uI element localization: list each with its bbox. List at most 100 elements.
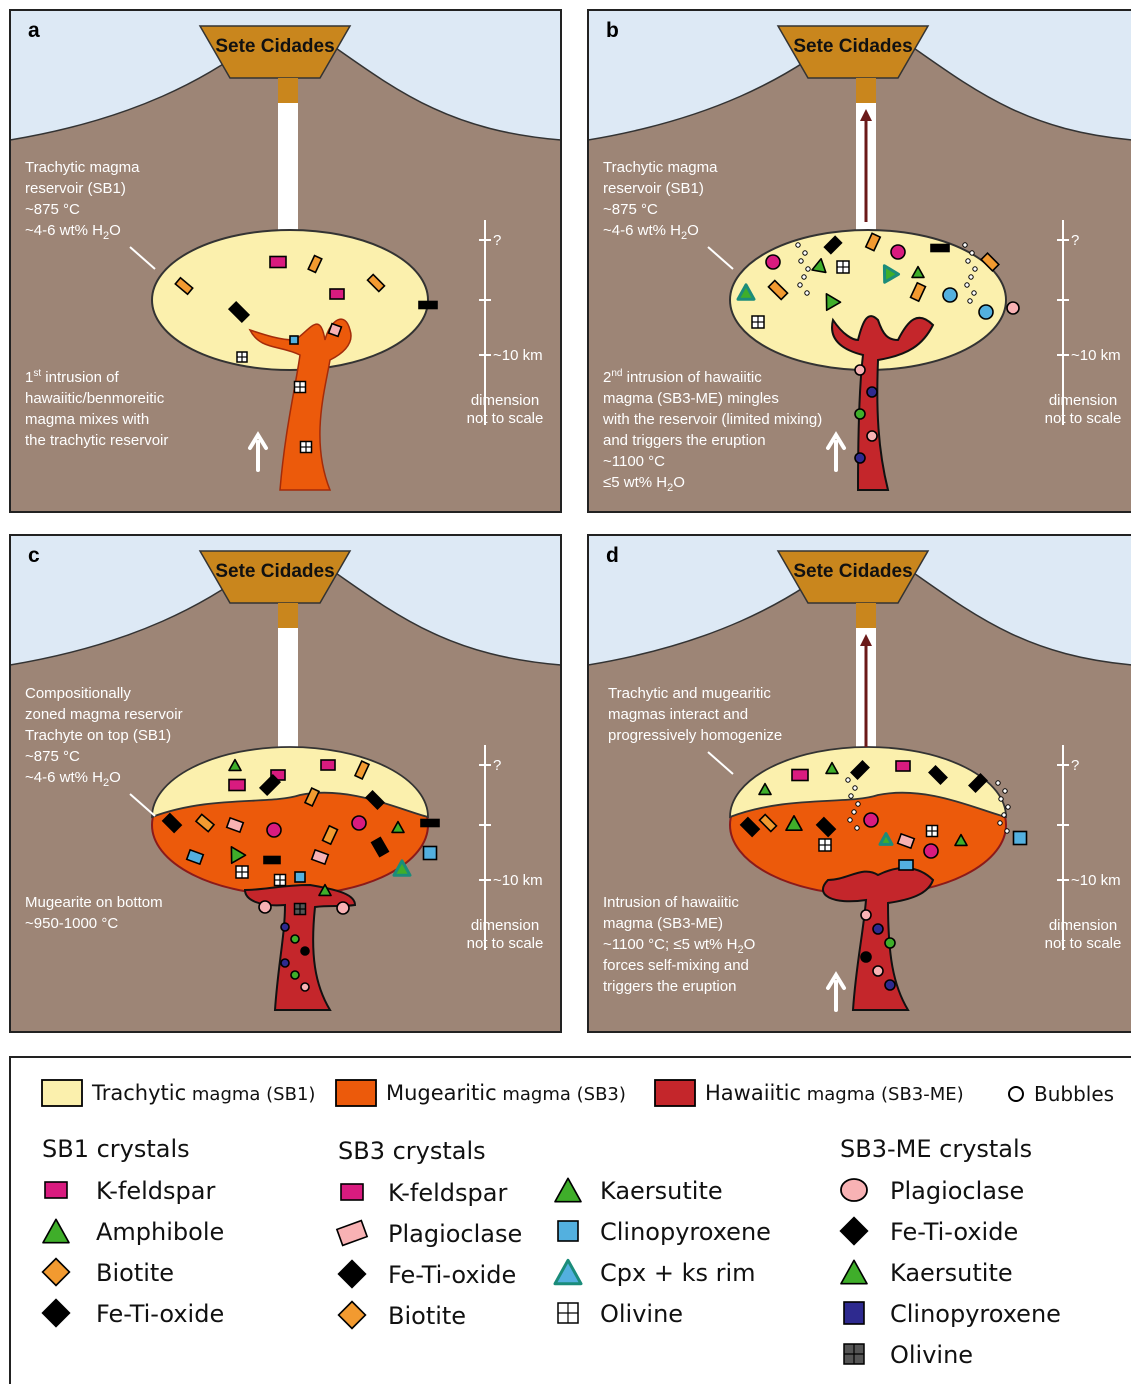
- bubble: [969, 275, 973, 279]
- legend-sb3-item: Plagioclase: [388, 1220, 522, 1248]
- olivine: [275, 875, 286, 886]
- legend-sb3-item: Biotite: [388, 1302, 466, 1330]
- clinopyroxene: [424, 847, 437, 860]
- bubble: [1005, 829, 1009, 833]
- bubble: [803, 251, 807, 255]
- sb3me-crystal: [861, 910, 871, 920]
- bubble: [1002, 813, 1006, 817]
- bubble: [855, 826, 859, 830]
- olivine: [752, 316, 764, 328]
- olivine: [927, 826, 938, 837]
- clinopyroxene: [1014, 832, 1027, 845]
- desc-top-line: reservoir (SB1): [603, 180, 704, 197]
- sb3me-crystal: [867, 387, 877, 397]
- sb3me-crystal: [855, 365, 865, 375]
- bubble: [798, 283, 802, 287]
- scale-note: not to scale: [467, 410, 544, 427]
- bubble: [965, 283, 969, 287]
- scale-depth: ~10 km: [493, 347, 543, 364]
- legend-sb3-item: Cpx + ks rim: [600, 1259, 756, 1287]
- desc-top-line: reservoir (SB1): [25, 180, 126, 197]
- legend-magma-label: Hawaiitic magma (SB3-ME): [705, 1081, 964, 1105]
- desc-top-line: Trachytic and mugearitic: [608, 685, 771, 702]
- bubble: [799, 259, 803, 263]
- olivine-symbol: [844, 1344, 864, 1364]
- scale-note: not to scale: [1045, 410, 1122, 427]
- bubble: [852, 810, 856, 814]
- bubble: [856, 802, 860, 806]
- vent-neck: [856, 603, 876, 628]
- panel-letter: b: [606, 19, 619, 42]
- legend-sb1-item: Amphibole: [96, 1218, 224, 1246]
- scale-depth: ~10 km: [493, 872, 543, 889]
- k-feldspar: [330, 289, 344, 299]
- bubble-symbol: [1009, 1087, 1023, 1101]
- scale-question: ?: [1071, 232, 1079, 249]
- volcano-name: Sete Cidades: [793, 561, 912, 582]
- clinopyroxene: [295, 872, 305, 882]
- sb3me-crystal: [291, 971, 299, 979]
- desc-bottom-line: magma mixes with: [25, 411, 149, 428]
- scale-question: ?: [1071, 757, 1079, 774]
- k-feldspar: [267, 823, 281, 837]
- desc-top-line: progressively homogenize: [608, 727, 782, 744]
- olivine: [819, 839, 831, 851]
- scale-note: dimension: [471, 392, 539, 409]
- clinopyroxene: [979, 305, 993, 319]
- superscript: nd: [611, 368, 622, 379]
- desc-top-line: ~875 °C: [25, 748, 80, 765]
- bubble: [1006, 805, 1010, 809]
- panel-b: bSete CidadesTrachytic magmareservoir (S…: [588, 10, 1131, 512]
- sb3me-crystal: [855, 409, 865, 419]
- olivine: [295, 904, 306, 915]
- k-feldspar: [352, 816, 366, 830]
- clinopyroxene: [943, 288, 957, 302]
- desc-top-line: Trachytic magma: [603, 159, 718, 176]
- scale-depth: ~10 km: [1071, 347, 1121, 364]
- text-run: O: [687, 222, 699, 239]
- panel-content: bSete CidadesTrachytic magmareservoir (S…: [588, 10, 1131, 512]
- desc-bottom-line: Mugearite on bottom: [25, 894, 163, 911]
- panel-letter: c: [28, 544, 40, 567]
- volcano-name: Sete Cidades: [215, 36, 334, 57]
- bubble: [970, 251, 974, 255]
- sb3me-crystal: [281, 923, 289, 931]
- scale-note: dimension: [1049, 392, 1117, 409]
- bubble: [999, 797, 1003, 801]
- sb3me-crystal: [873, 966, 883, 976]
- vent-neck: [278, 603, 298, 628]
- volcano-name: Sete Cidades: [215, 561, 334, 582]
- desc-top-line: ~875 °C: [25, 201, 80, 218]
- legend-magma-label: Trachytic magma (SB1): [91, 1081, 315, 1105]
- plagioclase-symbol: [841, 1179, 867, 1201]
- olivine: [295, 382, 306, 393]
- text-run: O: [109, 769, 121, 786]
- k-feldspar: [896, 761, 910, 771]
- legend-swatch: [336, 1080, 376, 1106]
- desc-bottom-line: hawaiitic/benmoreitic: [25, 390, 165, 407]
- desc-bottom-line: magma (SB3-ME) mingles: [603, 390, 779, 407]
- k-feldspar: [924, 844, 938, 858]
- legend-bubbles: Bubbles: [1034, 1082, 1114, 1106]
- panel-content: aSete CidadesTrachytic magmareservoir (S…: [10, 10, 561, 512]
- k-feldspar-symbol: [341, 1184, 363, 1200]
- bubble: [973, 267, 977, 271]
- legend-magma-bold: Mugearitic: [386, 1081, 497, 1105]
- clinopyroxene-symbol: [558, 1221, 578, 1241]
- bubble: [806, 267, 810, 271]
- olivine: [237, 352, 247, 362]
- legend-magma-rest: magma (SB3-ME): [801, 1084, 964, 1105]
- conduit: [278, 103, 298, 233]
- legend-sb1-item: Biotite: [96, 1259, 174, 1287]
- k-feldspar: [229, 780, 245, 791]
- legend-sb3me-title: SB3-ME crystals: [840, 1135, 1032, 1163]
- bubble: [853, 786, 857, 790]
- sb3me-crystal: [301, 983, 309, 991]
- plagioclase: [337, 902, 349, 914]
- desc-bottom-line: and triggers the eruption: [603, 432, 766, 449]
- bubble: [848, 818, 852, 822]
- legend-sb3-item: Olivine: [600, 1300, 683, 1328]
- sb3me-crystal: [301, 947, 309, 955]
- clinopyroxene: [899, 860, 913, 870]
